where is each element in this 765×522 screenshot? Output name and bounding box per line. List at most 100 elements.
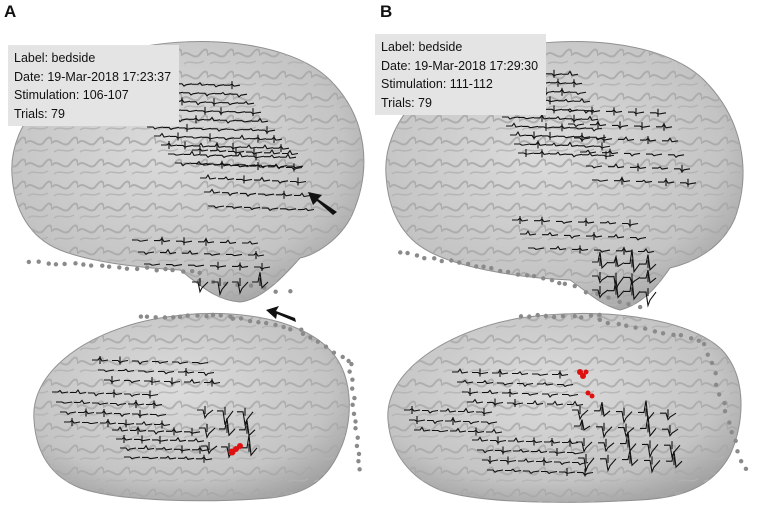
evoked-trace <box>636 179 653 183</box>
evoked-trace <box>452 368 469 374</box>
electrode-dot <box>398 250 403 255</box>
evoked-trace <box>211 128 228 132</box>
evoked-trace <box>70 389 87 395</box>
electrode-dot <box>355 435 360 440</box>
evoked-trace <box>188 437 205 443</box>
evoked-trace <box>226 206 243 209</box>
evoked-trace <box>282 149 299 156</box>
evoked-trace <box>239 164 256 168</box>
evoked-trace <box>578 457 595 473</box>
evoked-trace <box>558 135 575 139</box>
electrode-dot <box>238 316 244 321</box>
evoked-trace <box>136 420 153 426</box>
electrode-dot <box>346 358 351 364</box>
evoked-trace <box>226 253 243 257</box>
evoked-trace <box>520 230 537 236</box>
brain-medial-b <box>387 312 742 503</box>
evoked-trace <box>522 392 539 396</box>
evoked-trace <box>556 220 573 225</box>
evoked-trace <box>662 428 679 437</box>
evoked-trace <box>229 111 246 114</box>
evoked-trace <box>222 102 239 106</box>
evoked-trace <box>298 207 315 212</box>
evoked-trace <box>138 370 155 373</box>
evoked-trace <box>562 70 579 76</box>
electrode-dot <box>340 354 345 360</box>
electrode-dot <box>357 467 362 472</box>
arrow-icon <box>308 192 337 215</box>
evoked-trace <box>523 470 540 475</box>
info-label-a: Label: bedside <box>14 51 96 65</box>
evoked-trace <box>467 398 484 404</box>
evoked-trace <box>640 415 657 438</box>
evoked-trace <box>640 291 657 308</box>
electrode-dot <box>560 313 566 319</box>
evoked-trace <box>487 469 504 473</box>
electrode-dot <box>144 314 150 319</box>
info-stimulation-a: Stimulation: 106-107 <box>14 88 129 102</box>
evoked-trace <box>517 382 534 388</box>
electrode-dot <box>722 401 727 406</box>
electrode-dot <box>162 315 168 320</box>
electrode-dot <box>53 262 59 267</box>
electrode-dot <box>134 266 140 272</box>
electrode-dot <box>688 336 694 341</box>
electrode-dot <box>73 261 78 266</box>
electrode-dot <box>281 324 286 330</box>
evoked-trace <box>582 115 599 121</box>
evoked-trace <box>662 137 679 143</box>
electrode-dot <box>531 273 537 279</box>
evoked-trace <box>608 233 625 239</box>
evoked-trace <box>74 399 91 405</box>
evoked-trace <box>220 119 237 124</box>
evoked-trace <box>163 126 180 131</box>
electrode-dot <box>197 270 202 276</box>
evoked-trace <box>154 132 171 138</box>
electrode-dot <box>439 258 444 264</box>
evoked-trace <box>222 192 239 197</box>
evoked-trace <box>668 154 685 159</box>
arrow-icon <box>266 306 296 322</box>
electrode-dot <box>637 304 643 310</box>
electrode-dot <box>204 314 209 319</box>
electrode-dot <box>727 420 732 425</box>
electrode-dot <box>617 299 622 305</box>
evoked-trace <box>231 93 248 98</box>
electrode-dot <box>100 263 105 268</box>
electrode-dot <box>210 312 216 318</box>
evoked-trace <box>242 240 259 245</box>
evoked-trace <box>232 281 249 295</box>
evoked-trace <box>147 126 164 130</box>
evoked-trace <box>594 249 611 253</box>
evoked-trace <box>630 236 647 241</box>
electrode-dot <box>735 449 740 454</box>
evoked-trace <box>557 383 574 388</box>
evoked-trace <box>518 116 535 120</box>
evoked-trace <box>197 409 214 420</box>
electrode-dot <box>465 261 471 267</box>
electrode-dot <box>356 458 361 464</box>
evoked-trace <box>204 253 221 256</box>
evoked-trace <box>624 152 641 157</box>
evoked-traces-a-bottom <box>52 356 258 463</box>
evoked-trace <box>608 163 625 169</box>
evoked-trace <box>568 123 585 128</box>
electrode-dot <box>579 315 584 320</box>
evoked-trace <box>550 151 567 156</box>
electrode-dot <box>331 350 337 355</box>
evoked-trace <box>432 429 449 433</box>
evoked-trace <box>600 220 617 225</box>
evoked-trace <box>574 97 591 103</box>
evoked-trace <box>110 402 127 407</box>
evoked-trace <box>518 458 535 463</box>
evoked-trace <box>497 382 514 386</box>
evoked-trace <box>170 436 187 442</box>
evoked-trace <box>144 263 161 266</box>
info-date-b: Date: 19-Mar-2018 17:29:30 <box>381 58 539 73</box>
evoked-trace <box>506 122 523 128</box>
electrode-dot <box>124 266 130 271</box>
evoked-trace <box>212 281 229 297</box>
electrode-dot <box>505 269 511 275</box>
electrode-dot <box>671 332 676 338</box>
electrode-dot <box>642 326 648 331</box>
